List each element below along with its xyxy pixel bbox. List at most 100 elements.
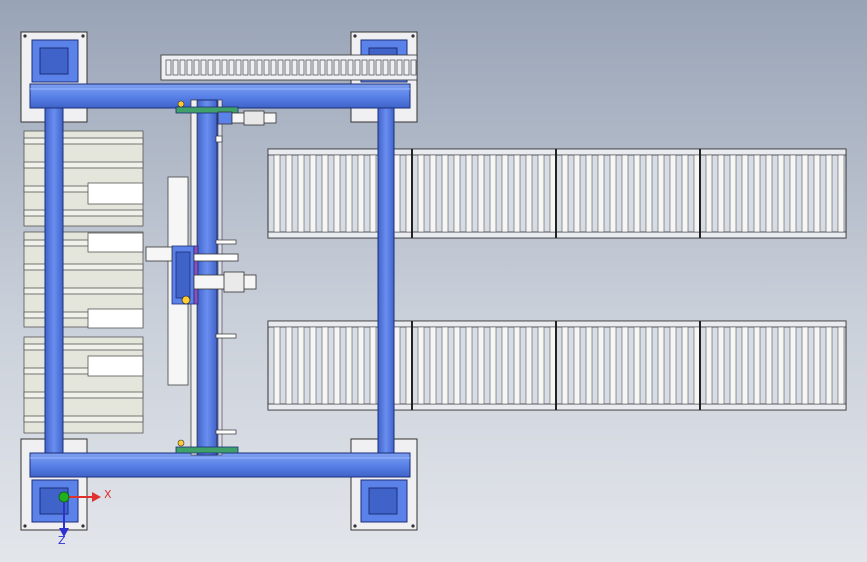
chain-link	[165, 59, 172, 76]
roller	[525, 154, 533, 233]
chain-link	[193, 59, 200, 76]
roller	[561, 154, 569, 233]
roller	[717, 154, 725, 233]
roller	[753, 326, 761, 405]
roller	[369, 326, 377, 405]
roller	[633, 154, 641, 233]
pallet-top	[23, 130, 144, 227]
chain-link	[200, 59, 207, 76]
chain-link	[291, 59, 298, 76]
roller	[741, 154, 749, 233]
roller	[777, 154, 785, 233]
chain-link	[333, 59, 340, 76]
chain-link	[396, 59, 403, 76]
chain-link	[284, 59, 291, 76]
chain-link	[319, 59, 326, 76]
chain-link	[277, 59, 284, 76]
axis-triad-icon: X Z	[58, 488, 112, 547]
roller	[645, 154, 653, 233]
roller	[669, 326, 677, 405]
roller	[825, 326, 833, 405]
roller	[369, 154, 377, 233]
pallet-bottom	[23, 336, 144, 434]
roller	[585, 154, 593, 233]
roller	[465, 326, 473, 405]
chain-link	[403, 59, 410, 76]
roller	[561, 326, 569, 405]
roller	[789, 154, 797, 233]
roller	[537, 326, 545, 405]
roller	[729, 326, 737, 405]
roller	[513, 154, 521, 233]
roller	[309, 326, 317, 405]
roller	[393, 154, 401, 233]
roller	[465, 154, 473, 233]
roller	[297, 326, 305, 405]
roller	[705, 326, 713, 405]
lift-carriage	[145, 245, 257, 305]
roller	[669, 154, 677, 233]
roller	[489, 154, 497, 233]
chain-link	[389, 59, 396, 76]
chain-link	[326, 59, 333, 76]
roller	[777, 326, 785, 405]
roller	[297, 154, 305, 233]
roller	[285, 326, 293, 405]
roller	[429, 154, 437, 233]
chain-link	[347, 59, 354, 76]
roller	[501, 154, 509, 233]
chain-link	[382, 59, 389, 76]
roller	[573, 154, 581, 233]
roller	[621, 326, 629, 405]
roller	[789, 326, 797, 405]
axis-x-label: X	[104, 488, 112, 501]
roller	[753, 154, 761, 233]
roller	[765, 326, 773, 405]
roller	[273, 154, 281, 233]
chain-link	[368, 59, 375, 76]
roller	[333, 326, 341, 405]
chain-link	[249, 59, 256, 76]
chain-link	[207, 59, 214, 76]
roller	[609, 326, 617, 405]
travel-motor-top	[217, 110, 277, 126]
cable-drag-chain	[160, 54, 418, 81]
roller	[309, 154, 317, 233]
chain-link	[256, 59, 263, 76]
chain-link	[305, 59, 312, 76]
roller	[453, 326, 461, 405]
roller	[597, 154, 605, 233]
chain-link	[410, 59, 417, 76]
roller	[429, 326, 437, 405]
roller	[765, 154, 773, 233]
chain-link	[361, 59, 368, 76]
roller	[633, 326, 641, 405]
roller	[441, 326, 449, 405]
roller	[717, 326, 725, 405]
roller	[801, 154, 809, 233]
bridge-brackets	[215, 135, 237, 435]
column-left	[44, 103, 64, 461]
roller	[729, 154, 737, 233]
roller	[321, 326, 329, 405]
chain-link	[228, 59, 235, 76]
roller	[285, 154, 293, 233]
roller	[813, 326, 821, 405]
roller	[393, 326, 401, 405]
roller	[489, 326, 497, 405]
chain-link	[242, 59, 249, 76]
roller	[645, 326, 653, 405]
chain-link	[172, 59, 179, 76]
pallet-middle	[23, 231, 144, 329]
roller	[453, 154, 461, 233]
roller	[657, 326, 665, 405]
roller-conveyor-bottom	[267, 320, 847, 411]
roller	[477, 154, 485, 233]
chain-link	[179, 59, 186, 76]
roller	[597, 326, 605, 405]
chain-link	[298, 59, 305, 76]
chain-link	[312, 59, 319, 76]
roller	[345, 154, 353, 233]
